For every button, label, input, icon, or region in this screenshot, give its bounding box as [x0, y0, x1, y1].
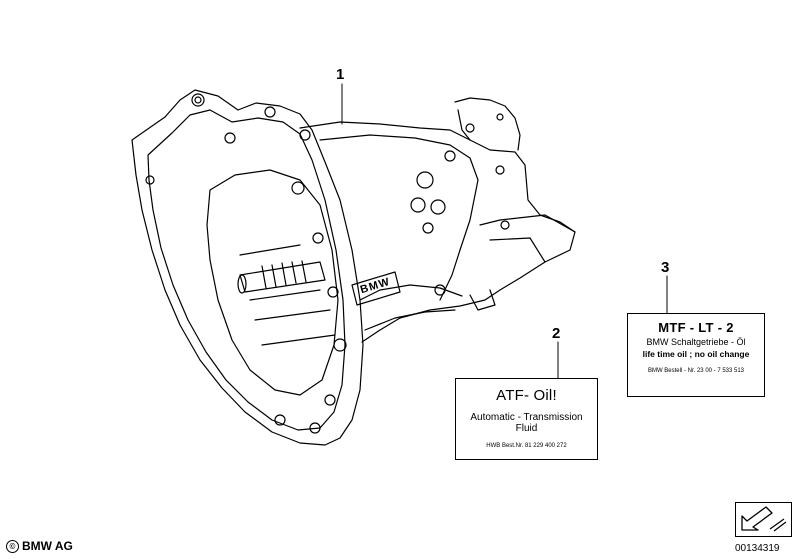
tail-mount — [469, 214, 576, 311]
boss-1 — [416, 171, 434, 189]
atf-label-title: ATF- Oil! — [496, 387, 557, 404]
housing-ribs — [239, 244, 336, 346]
boss-2 — [410, 197, 426, 213]
mtf-label-subtitle: BMW Schaltgetriebe - Öl — [646, 337, 746, 347]
boss-3 — [430, 199, 446, 215]
input-shaft-splines — [261, 260, 307, 289]
copyright-notice: © BMW AG — [6, 539, 73, 553]
callout-3: 3 — [661, 259, 670, 276]
atf-oil-label: ATF- Oil! Automatic - Transmission Fluid… — [455, 378, 598, 460]
boss-6 — [495, 165, 505, 175]
gearbox-casing-top — [319, 134, 479, 301]
arrow-down-left-icon — [741, 506, 787, 532]
callout-2: 2 — [552, 325, 561, 342]
boss-5 — [444, 150, 456, 162]
navigation-arrow-button[interactable] — [735, 502, 792, 537]
diagram-id: 00134319 — [735, 543, 780, 554]
housing-badge-frame — [351, 271, 401, 306]
gearbox-casing — [299, 121, 576, 343]
shift-housing — [454, 97, 521, 151]
boss-7 — [500, 220, 510, 230]
input-shaft-end — [237, 274, 247, 294]
atf-label-order-number: HWB Best.Nr. 81 229 400 272 — [486, 443, 567, 449]
copyright-symbol: © — [6, 539, 19, 553]
bell-housing-rim — [147, 109, 346, 431]
mtf-label-lifetime: life time oil ; no oil change — [642, 349, 750, 359]
copyright-owner: BMW AG — [22, 539, 73, 553]
shift-bolt-2 — [496, 113, 504, 121]
atf-label-description: Automatic - Transmission Fluid — [470, 412, 583, 434]
boss-8 — [434, 284, 446, 296]
lower-casing — [359, 284, 463, 331]
boss-4 — [422, 222, 434, 234]
mtf-label-order-number: BMW Bestell - Nr. 23 00 - 7 533 513 — [647, 368, 745, 374]
bell-housing-inner — [206, 169, 339, 396]
flange-bolt-holes — [145, 93, 347, 434]
shift-bolt — [465, 123, 475, 133]
bell-housing-outline — [131, 89, 364, 446]
mtf-lt2-label: MTF - LT - 2 BMW Schaltgetriebe - Öl lif… — [627, 313, 765, 397]
mtf-label-title: MTF - LT - 2 — [658, 320, 734, 335]
callout-1: 1 — [336, 66, 345, 83]
